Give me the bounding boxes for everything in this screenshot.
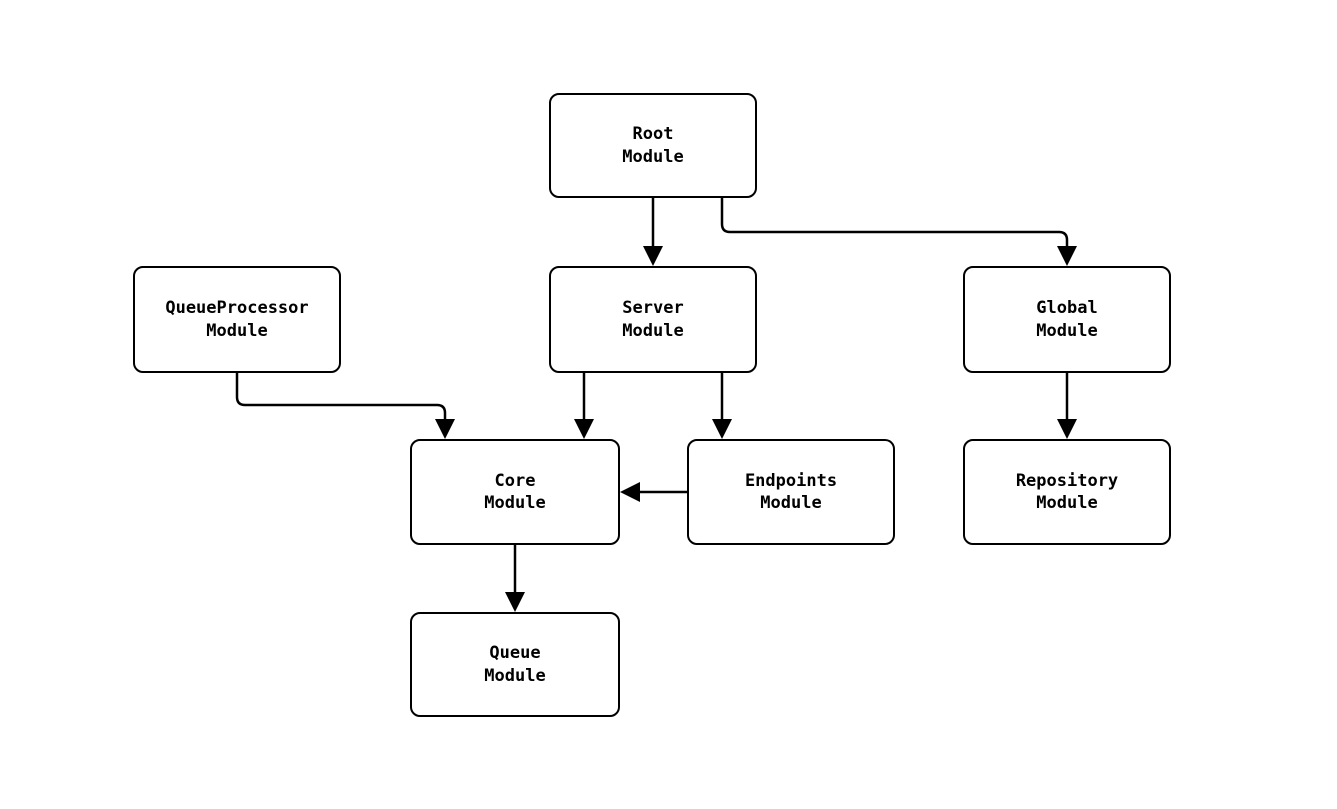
node-global-module[interactable]: Global Module <box>963 266 1171 373</box>
node-server-module-label: Server Module <box>622 298 684 341</box>
edge-root-to-global <box>720 198 1077 266</box>
node-repository-module-label: Repository Module <box>1015 470 1119 513</box>
node-root-module-label: Root Module <box>622 124 684 167</box>
node-endpoints-module[interactable]: Endpoints Module <box>687 439 895 545</box>
node-queueprocessor-module-label: QueueProcessor Module <box>165 298 309 341</box>
node-global-module-label: Global Module <box>1036 298 1098 341</box>
node-repository-module[interactable]: Repository Module <box>963 439 1171 545</box>
node-server-module[interactable]: Server Module <box>549 266 757 373</box>
node-queue-module-label: Queue Module <box>484 643 546 686</box>
node-queueprocessor-module[interactable]: QueueProcessor Module <box>133 266 341 373</box>
node-endpoints-module-label: Endpoints Module <box>744 470 838 513</box>
node-core-module[interactable]: Core Module <box>410 439 620 545</box>
edge-queueprocessor-to-core <box>235 373 455 439</box>
node-root-module[interactable]: Root Module <box>549 93 757 198</box>
node-queue-module[interactable]: Queue Module <box>410 612 620 717</box>
node-core-module-label: Core Module <box>484 470 546 513</box>
